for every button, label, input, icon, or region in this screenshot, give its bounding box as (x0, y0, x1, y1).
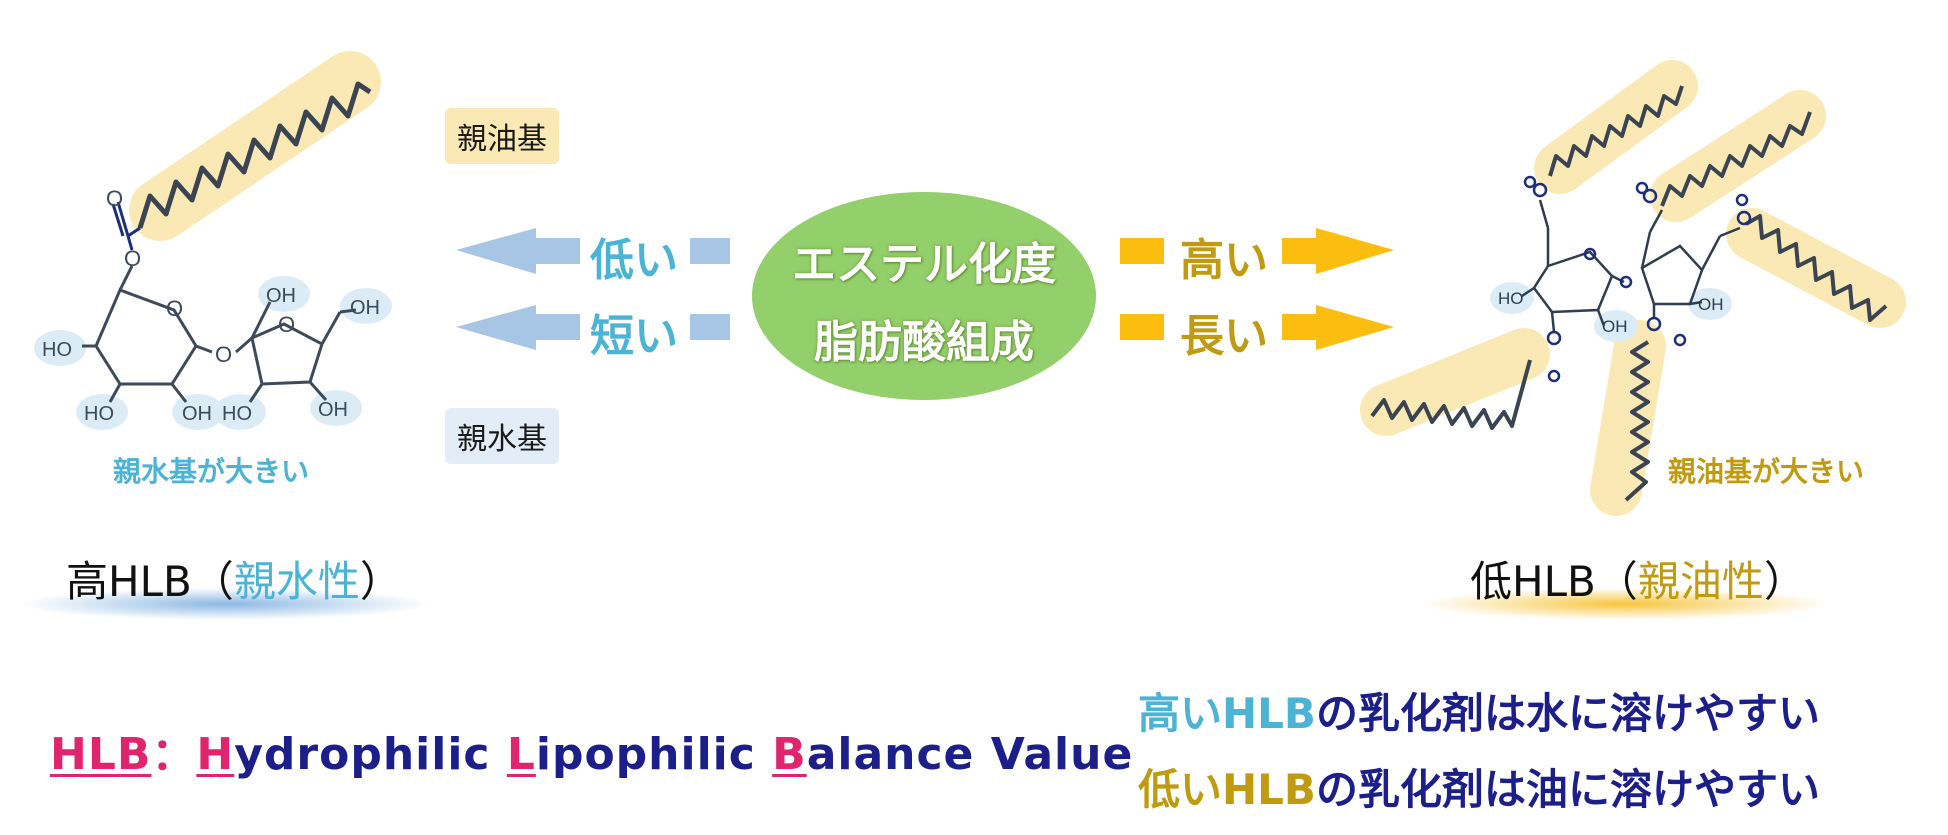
letter-h: H (196, 729, 235, 780)
left-chain-highlight (129, 51, 381, 241)
high-hlb-note: 高いHLBの乳化剤は水に溶けやすい (1138, 680, 1820, 741)
word-alance: alance Value (806, 729, 1134, 780)
left-arrow-bottom (456, 305, 580, 350)
high-hlb-note-rest: の乳化剤は水に溶けやすい (1315, 689, 1820, 738)
hlb-definition: HLB：Hydrophilic Lipophilic Balance Value (50, 718, 1133, 782)
left-oxygen-label: O (278, 312, 295, 337)
center-label-ester-degree: エステル化度 (792, 239, 1056, 290)
left-hydroxyl-highlights (34, 276, 392, 430)
right-hydroxyl-label: OH (1698, 295, 1724, 314)
left-oxygen-label: O (124, 246, 141, 271)
right-arrow-top (1282, 228, 1394, 274)
right-molecule-caption: 親油基が大きい (1668, 455, 1865, 488)
left-oxygen-label: O (215, 342, 232, 367)
right-arrow-bottom-label: 長い (1180, 311, 1268, 362)
left-ester-group (111, 201, 141, 251)
right-ring-bonds (1521, 199, 1741, 333)
letter-b: B (772, 729, 807, 780)
left-arrows (456, 228, 730, 350)
right-molecule: HO OH OH (1360, 60, 1906, 516)
low-hlb-note: 低いHLBの乳化剤は油に溶けやすい (1138, 756, 1820, 817)
left-title-glow (20, 588, 430, 620)
left-ring-bonds (82, 265, 357, 403)
right-fatty-chains (1370, 85, 1888, 502)
left-molecule: O O O O O HO HO OH OH OH OH HO (34, 51, 392, 430)
paren-open: （ (1595, 557, 1638, 606)
high-hlb-note-prefix: 高いHLB (1138, 689, 1316, 738)
right-arrow-bottom (1282, 305, 1394, 350)
left-hydroxyl-label: OH (318, 399, 348, 421)
hlb-sep: ： (151, 729, 197, 780)
left-oxygen-label: O (166, 296, 183, 321)
center-oval (752, 192, 1096, 400)
left-arrow-top (456, 228, 580, 274)
right-hydroxyl-highlights (1490, 282, 1732, 342)
paren-close: ） (359, 557, 402, 606)
left-hydroxyl-label: OH (350, 297, 380, 319)
right-arrow-top-dash (1120, 238, 1164, 264)
right-arrows (1120, 228, 1394, 350)
paren-open: （ (191, 557, 234, 606)
word-ipophilic: ipophilic (535, 729, 773, 780)
left-arrow-bottom-label: 短い (590, 311, 678, 362)
left-hydroxyl-label: HO (42, 339, 72, 361)
high-hlb-title: 高HLB（親水性） (66, 548, 402, 609)
right-arrow-top-label: 高い (1180, 235, 1268, 286)
hlb-abbr: HLB (50, 729, 152, 780)
lipophilic-group-tag: 親油基 (445, 108, 559, 164)
left-hydroxyl-label: HO (222, 403, 252, 425)
left-hydroxyl-label: OH (182, 403, 212, 425)
right-hydroxyl-label: HO (1498, 289, 1524, 308)
paren-close: ） (1763, 557, 1806, 606)
left-hydroxyl-label: OH (266, 285, 296, 307)
lipophilic-label: 親油性 (1637, 557, 1764, 606)
left-oxygen-label: O (106, 186, 123, 211)
word-ydrophilic: ydrophilic (234, 729, 507, 780)
right-arrow-bottom-dash (1120, 314, 1164, 340)
left-molecule-caption: 親水基が大きい (113, 455, 310, 488)
low-hlb-title: 低HLB（親油性） (1470, 548, 1806, 609)
center-label-fatty-acid: 脂肪酸組成 (814, 317, 1034, 368)
right-title-glow (1420, 588, 1830, 620)
left-hydroxyl-label: HO (84, 403, 114, 425)
hydrophilic-label: 親水性 (233, 557, 360, 606)
hydrophilic-group-tag: 親水基 (445, 408, 559, 464)
letter-l: L (506, 729, 536, 780)
left-arrow-bottom-dash (690, 314, 730, 340)
right-ester-groups (1523, 175, 1752, 383)
low-hlb-note-rest: の乳化剤は油に溶けやすい (1315, 765, 1820, 814)
low-hlb-label: 低HLB (1470, 557, 1596, 606)
high-hlb-label: 高HLB (66, 557, 192, 606)
left-arrow-top-dash (690, 238, 730, 264)
left-fatty-chain (137, 81, 372, 229)
right-hydroxyl-label: OH (1602, 317, 1628, 336)
left-arrow-top-label: 低い (590, 235, 678, 286)
low-hlb-note-prefix: 低いHLB (1138, 765, 1316, 814)
